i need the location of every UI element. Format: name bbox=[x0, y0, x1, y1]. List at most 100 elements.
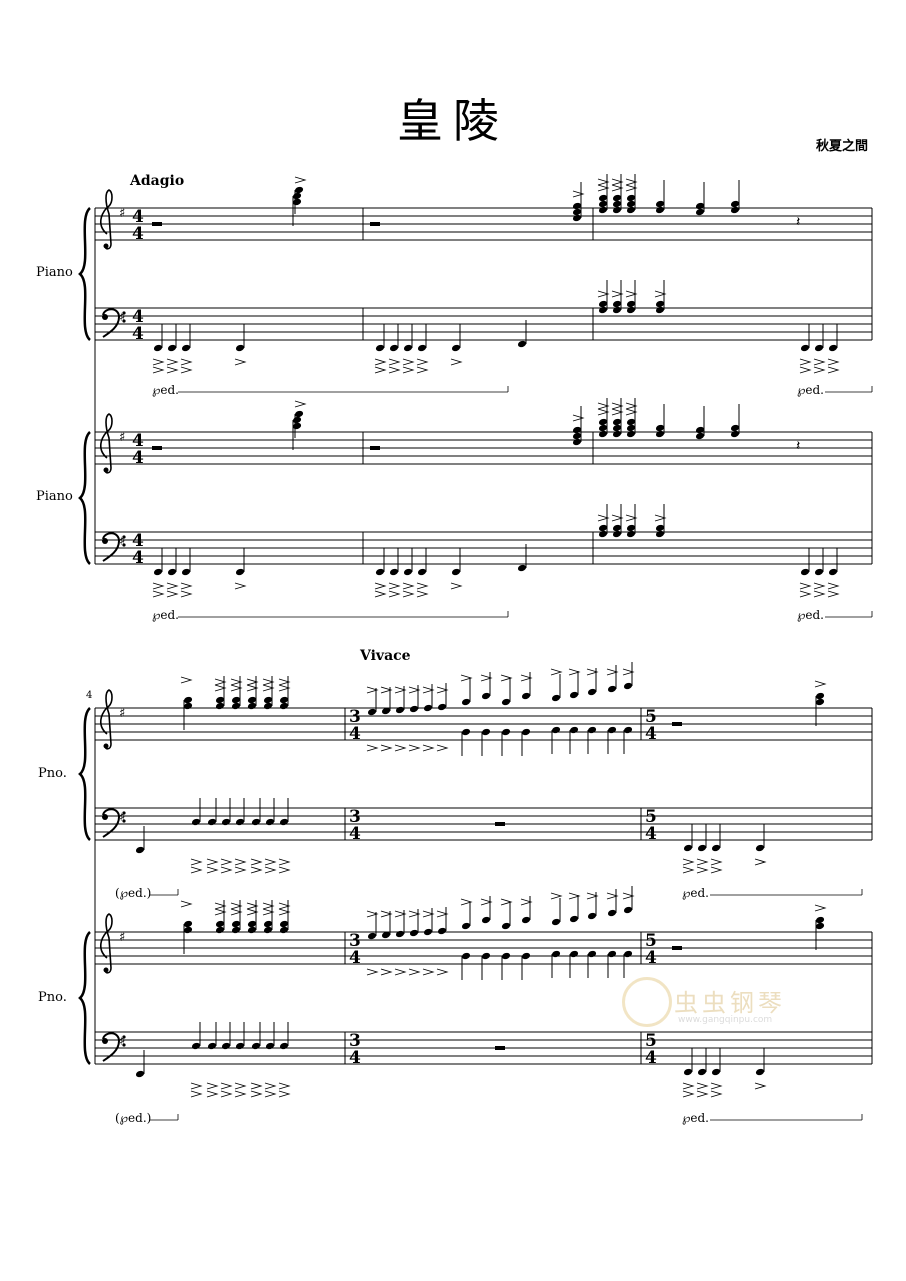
note-head bbox=[167, 344, 177, 352]
note-head bbox=[612, 206, 622, 214]
accent-mark bbox=[625, 290, 638, 298]
note-head bbox=[437, 703, 447, 711]
accent-mark bbox=[416, 358, 429, 366]
accent-mark bbox=[152, 582, 165, 590]
watermark-logo-icon bbox=[622, 977, 672, 1027]
note-head bbox=[367, 708, 377, 716]
time-signature-numerator: 4 bbox=[132, 431, 144, 451]
note-head bbox=[183, 702, 193, 710]
note-head bbox=[247, 926, 257, 934]
accent-mark bbox=[827, 590, 840, 598]
accent-mark bbox=[814, 904, 827, 912]
accent-mark bbox=[206, 1090, 219, 1098]
accent-mark bbox=[480, 898, 493, 906]
accent-mark bbox=[682, 858, 695, 866]
note-head bbox=[755, 1068, 765, 1076]
accent-mark bbox=[799, 590, 812, 598]
rest bbox=[495, 822, 505, 826]
accent-mark bbox=[416, 590, 429, 598]
rest bbox=[672, 722, 682, 726]
accent-mark bbox=[264, 1082, 277, 1090]
accent-mark bbox=[246, 902, 259, 910]
note-head bbox=[367, 932, 377, 940]
accent-mark bbox=[180, 676, 193, 684]
watermark: 虫虫钢琴 www.gangqinpu.com bbox=[622, 975, 822, 1035]
note-head bbox=[623, 682, 633, 690]
accent-mark bbox=[611, 402, 624, 410]
accent-mark bbox=[625, 408, 638, 416]
note-head bbox=[181, 344, 191, 352]
note-head bbox=[569, 726, 579, 734]
pedal-mark: ℘ed. bbox=[682, 1111, 709, 1125]
note-head bbox=[501, 952, 511, 960]
accent-mark bbox=[611, 290, 624, 298]
note-head bbox=[612, 424, 622, 432]
accent-mark bbox=[436, 910, 449, 918]
accent-mark bbox=[206, 866, 219, 874]
note-head bbox=[191, 1042, 201, 1050]
accent-mark bbox=[814, 680, 827, 688]
note-head bbox=[695, 202, 705, 210]
note-head bbox=[626, 194, 636, 202]
accent-mark bbox=[230, 902, 243, 910]
accent-mark bbox=[374, 582, 387, 590]
pedal-mark: ℘ed. bbox=[152, 383, 179, 397]
note-head bbox=[521, 916, 531, 924]
pedal-mark: (℘ed.) bbox=[115, 1111, 152, 1125]
note-head bbox=[655, 424, 665, 432]
note-head bbox=[612, 524, 622, 532]
instrument-label-piano-2: Piano bbox=[36, 489, 73, 504]
note-head bbox=[626, 418, 636, 426]
key-signature-sharp: ♯ bbox=[119, 930, 125, 945]
time-signature-numerator: 5 bbox=[645, 707, 657, 727]
accent-mark bbox=[622, 892, 635, 900]
accent-mark bbox=[294, 176, 307, 184]
time-signature-numerator: 5 bbox=[645, 807, 657, 827]
note-head bbox=[730, 200, 740, 208]
note-head bbox=[815, 692, 825, 700]
note-head bbox=[612, 530, 622, 538]
note-head bbox=[572, 202, 582, 210]
note-head bbox=[815, 922, 825, 930]
accent-mark bbox=[250, 1082, 263, 1090]
accent-mark bbox=[696, 866, 709, 874]
note-head bbox=[501, 728, 511, 736]
accent-mark bbox=[597, 184, 610, 192]
time-signature-numerator: 5 bbox=[645, 931, 657, 951]
accent-mark bbox=[152, 366, 165, 374]
accent-mark bbox=[654, 290, 667, 298]
note-head bbox=[181, 568, 191, 576]
note-head bbox=[572, 438, 582, 446]
accent-mark bbox=[550, 668, 563, 676]
note-head bbox=[683, 844, 693, 852]
accent-mark bbox=[597, 178, 610, 186]
measure-number: 4 bbox=[86, 690, 93, 701]
note-head bbox=[381, 931, 391, 939]
note-head bbox=[626, 206, 636, 214]
accent-mark bbox=[520, 674, 533, 682]
note-head bbox=[251, 1042, 261, 1050]
accent-mark bbox=[388, 590, 401, 598]
accent-mark bbox=[374, 590, 387, 598]
note-head bbox=[587, 950, 597, 958]
accent-mark bbox=[374, 358, 387, 366]
accent-mark bbox=[246, 908, 259, 916]
note-head bbox=[655, 300, 665, 308]
accent-mark bbox=[480, 674, 493, 682]
instrument-label-pno-1: Pno. bbox=[38, 766, 67, 781]
note-head bbox=[607, 909, 617, 917]
note-head bbox=[800, 568, 810, 576]
note-head bbox=[461, 922, 471, 930]
key-signature-sharp: ♯ bbox=[119, 310, 125, 325]
note-head bbox=[451, 568, 461, 576]
accent-mark bbox=[366, 968, 379, 976]
pedal-mark: ℘ed. bbox=[152, 608, 179, 622]
note-head bbox=[730, 430, 740, 438]
note-head bbox=[572, 208, 582, 216]
accent-mark bbox=[710, 858, 723, 866]
note-head bbox=[294, 410, 304, 418]
accent-mark bbox=[572, 414, 585, 422]
note-head bbox=[461, 698, 471, 706]
note-head bbox=[655, 430, 665, 438]
time-signature-numerator: 4 bbox=[132, 207, 144, 227]
